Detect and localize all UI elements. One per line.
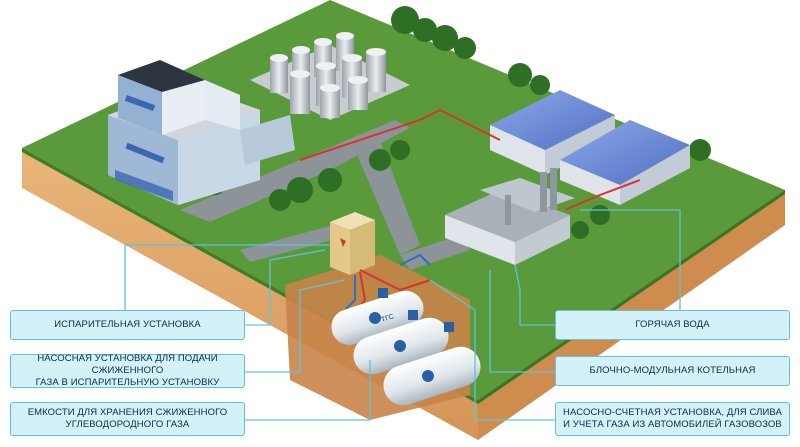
tank-3: [383, 322, 481, 406]
label-hot-water: ГОРЯЧАЯ ВОДА: [555, 310, 790, 340]
label-evaporator: ИСПАРИТЕЛЬНАЯ УСТАНОВКА: [10, 310, 245, 340]
tank-1: [331, 288, 424, 345]
trees: [205, 6, 711, 239]
label-metering-unit: НАСОСНО-СЧЕТНАЯ УСТАНОВКА, ДЛЯ СЛИВА И У…: [555, 402, 790, 436]
storage-tanks: ТГС: [331, 288, 481, 406]
label-hot-water-text: ГОРЯЧАЯ ВОДА: [635, 319, 710, 330]
label-storage-tanks-text: ЕМКОСТИ ДЛЯ ХРАНЕНИЯ СЖИЖЕННОГО УГЛЕВОДО…: [27, 407, 228, 430]
tank-logo: ТГС: [380, 313, 394, 324]
grass-edge-right: [478, 190, 785, 404]
label-metering-unit-text: НАСОСНО-СЧЕТНАЯ УСТАНОВКА, ДЛЯ СЛИВА И У…: [563, 407, 782, 430]
factory-building: [108, 60, 295, 205]
label-pump-unit: НАСОСНАЯ УСТАНОВКА ДЛЯ ПОДАЧИ СЖИЖЕННОГО…: [10, 353, 245, 388]
warehouses: [490, 90, 690, 205]
silo-farm: [250, 32, 410, 120]
evaporator-cabinet: [330, 212, 375, 275]
label-pump-unit-text: НАСОСНАЯ УСТАНОВКА ДЛЯ ПОДАЧИ СЖИЖЕННОГО…: [35, 353, 220, 388]
label-evaporator-text: ИСПАРИТЕЛЬНАЯ УСТАНОВКА: [54, 319, 201, 330]
leader-lines: [124, 209, 681, 421]
boiler-house: [445, 168, 575, 265]
label-storage-tanks: ЕМКОСТИ ДЛЯ ХРАНЕНИЯ СЖИЖЕННОГО УГЛЕВОДО…: [10, 402, 245, 436]
label-boiler: БЛОЧНО-МОДУЛЬНАЯ КОТЕЛЬНАЯ: [555, 356, 790, 386]
label-boiler-text: БЛОЧНО-МОДУЛЬНАЯ КОТЕЛЬНАЯ: [589, 365, 756, 376]
tank-2: [353, 310, 449, 375]
